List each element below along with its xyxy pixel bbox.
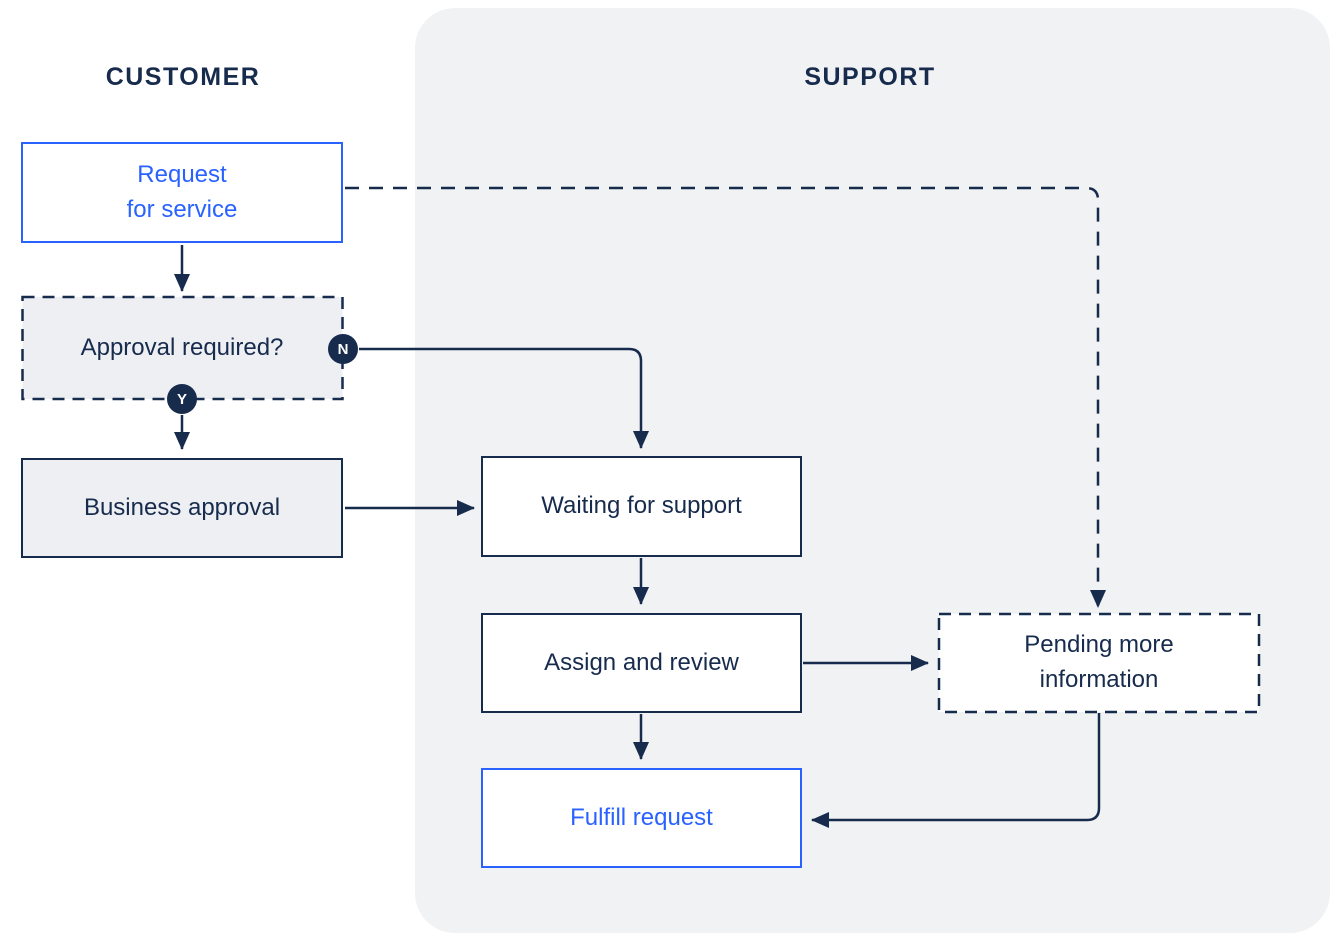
lane-heading-customer: CUSTOMER <box>105 63 261 91</box>
node-business-approval: Business approval <box>21 458 343 558</box>
node-pending-more-information-label: Pending more information <box>1024 631 1174 693</box>
node-assign-and-review-label: Assign and review <box>544 648 739 676</box>
node-approval-required: Approval required? <box>22 297 342 399</box>
node-request-for-service: Request for service <box>21 142 343 243</box>
edge-request-to-pending-dashed <box>345 186 1106 608</box>
edge-approval-no-to-waiting <box>359 347 649 449</box>
pending-more-information-dashed-frame <box>937 612 1261 714</box>
lane-heading-support: SUPPORT <box>804 63 936 91</box>
approval-required-dashed-frame <box>21 295 344 401</box>
node-assign-and-review: Assign and review <box>481 613 802 713</box>
node-waiting-for-support: Waiting for support <box>481 456 802 557</box>
node-approval-required-label: Approval required? <box>80 333 284 361</box>
node-pending-more-information: Pending more information <box>939 614 1259 712</box>
decision-badge-yes: Y <box>167 384 197 414</box>
node-business-approval-label: Business approval <box>83 493 281 521</box>
decision-badge-no: N <box>328 334 358 364</box>
node-fulfill-request: Fulfill request <box>481 768 802 868</box>
node-waiting-for-support-label: Waiting for support <box>541 492 742 520</box>
node-request-for-service-label: Request for service <box>126 160 238 223</box>
edge-pending-to-fulfill <box>811 713 1101 828</box>
node-fulfill-request-label: Fulfill request <box>570 803 713 831</box>
